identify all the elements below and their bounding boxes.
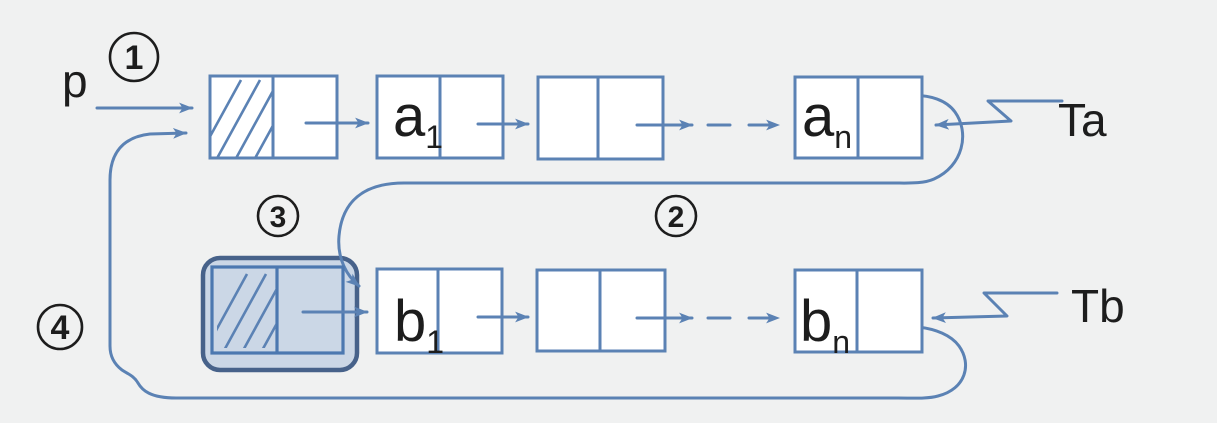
arrow-step2-an-to-b1 — [337, 93, 965, 288]
step-4-number: 4 — [51, 309, 70, 347]
arrow-tb-tail-pointer — [931, 291, 1059, 324]
pointer-p-label: p — [62, 55, 88, 107]
node-b1-label: b1 — [394, 289, 444, 360]
tail-label-tb: Tb — [1071, 280, 1125, 332]
list-b-row — [210, 265, 924, 355]
tail-label-ta: Ta — [1058, 94, 1107, 146]
arrow-step4-bn-to-head-a — [108, 127, 968, 400]
head-node-a-hatch — [211, 79, 272, 157]
step-2-badge: 2 — [654, 194, 698, 238]
head-node-b-hatch — [217, 273, 276, 348]
step-3-badge: 3 — [256, 194, 300, 238]
step-3-number: 3 — [270, 201, 287, 234]
arrow-ta-tail-pointer — [934, 99, 1064, 130]
node-an-label: an — [802, 84, 852, 155]
step-4-badge: 4 — [36, 303, 84, 351]
step-4-circle-icon — [36, 303, 84, 351]
step-2-circle-icon — [654, 194, 698, 238]
node-a1-label: a1 — [393, 84, 443, 155]
step-1-number: 1 — [125, 39, 144, 77]
node-a-mid-box — [536, 75, 665, 161]
node-bn-label: bn — [800, 289, 850, 360]
step-1-circle-icon — [108, 31, 160, 83]
list-a-row — [208, 74, 924, 161]
step-2-number: 2 — [668, 201, 685, 234]
step-3-circle-icon — [256, 194, 300, 238]
step-1-badge: 1 — [108, 31, 160, 83]
